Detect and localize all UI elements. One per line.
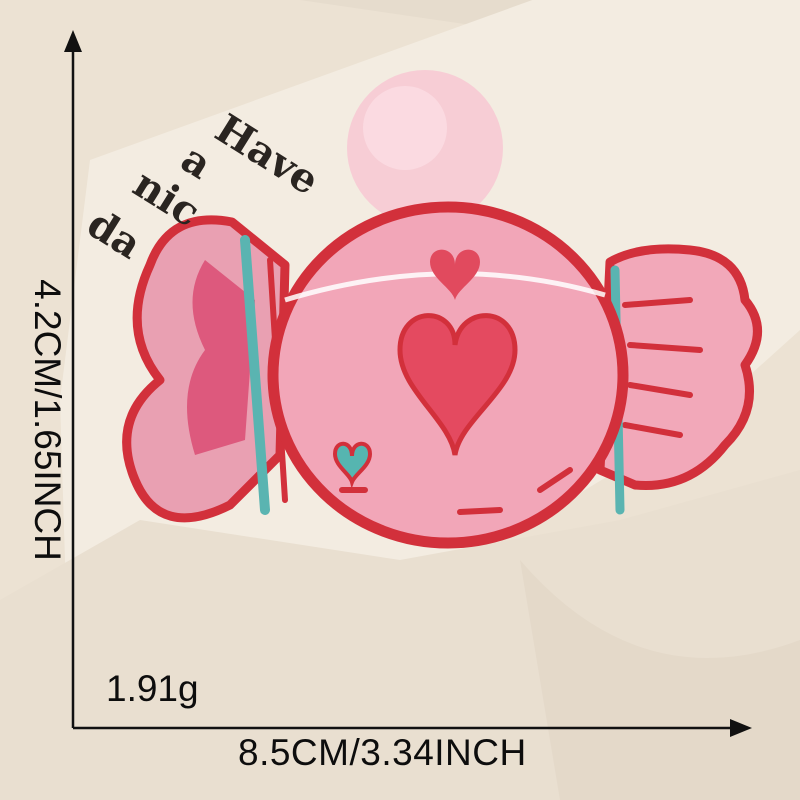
paper-shadow-bottom <box>520 560 800 800</box>
height-arrow-head <box>64 30 82 52</box>
pompom-highlight <box>363 86 447 170</box>
candy-left-wrapper-shade <box>187 260 255 455</box>
candy-body-accents <box>339 467 573 515</box>
candy-small-heart-teal <box>332 441 373 489</box>
width-dimension-label: 8.5CM/3.34INCH <box>238 732 527 773</box>
candy-left-teal-stripe <box>240 235 270 515</box>
width-arrow-head <box>730 719 752 737</box>
height-dimension-label: 4.2CM/1.65INCH <box>27 279 68 561</box>
candy-small-heart-top <box>430 249 480 300</box>
weight-label: 1.91g <box>106 668 199 709</box>
candy-big-heart <box>397 313 518 456</box>
candy-right-wrapper-folds <box>622 297 703 438</box>
